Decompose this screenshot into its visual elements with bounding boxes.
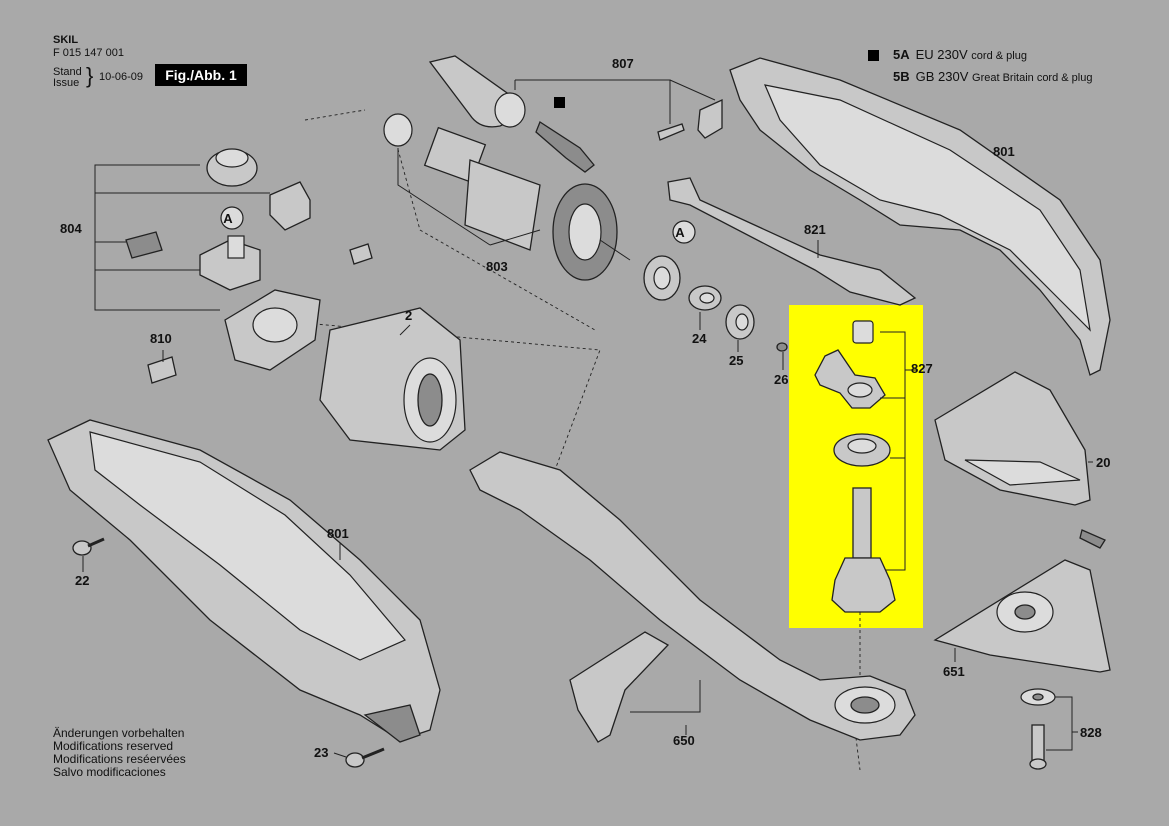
legend-row-5a: 5A EU 230V cord & plug <box>893 47 1027 62</box>
part-801-housing-bottom <box>47 419 441 743</box>
part-brush-holder <box>147 243 373 384</box>
part-827-oscillating-assembly <box>814 320 896 613</box>
part-23-screw <box>345 747 385 768</box>
modification-notes: Änderungen vorbehalten Modifications res… <box>53 727 186 779</box>
leader-line <box>630 680 701 713</box>
leader-line <box>515 79 671 100</box>
note-line: Modifications reséervées <box>53 752 186 766</box>
callout-25: 25 <box>729 353 743 368</box>
leader-line <box>669 79 716 101</box>
callout-801-top: 801 <box>993 144 1015 159</box>
leader-line <box>397 148 491 246</box>
callout-803: 803 <box>486 259 508 274</box>
callout-24: 24 <box>692 331 707 346</box>
part-25-bearing <box>725 304 755 340</box>
part-828-screw-washer <box>1020 688 1056 770</box>
callout-828: 828 <box>1080 725 1102 740</box>
part-2-stator <box>319 307 466 451</box>
part-807-cord-assembly <box>428 55 723 173</box>
legend-code: 5A <box>893 47 910 62</box>
brand-label: SKIL <box>53 34 79 46</box>
issue-date: 10-06-09 <box>99 71 144 83</box>
callout-827: 827 <box>911 361 933 376</box>
callout-22: 22 <box>75 573 89 588</box>
callout-804: 804 <box>60 221 82 236</box>
callout-651: 651 <box>943 664 965 679</box>
legend-desc: cord & plug <box>971 50 1027 62</box>
figure-badge: Fig./Abb. 1 <box>155 64 247 86</box>
callout-650: 650 <box>673 733 695 748</box>
part-22-screw <box>72 537 105 556</box>
leader-line <box>333 752 347 758</box>
note-line: Salvo modificaciones <box>53 765 166 779</box>
part-20-pad-cover <box>934 371 1106 549</box>
callout-a-1: A <box>223 211 233 226</box>
part-26-clip <box>776 342 788 352</box>
callout-20: 20 <box>1096 455 1110 470</box>
note-line: Änderungen vorbehalten <box>53 726 185 740</box>
callout-810: 810 <box>150 331 172 346</box>
stand-label: Stand <box>53 66 82 78</box>
plug-marker-square-icon <box>554 97 565 108</box>
issue-label: Issue <box>53 77 80 89</box>
brace-glyph: } <box>86 63 94 88</box>
leader-line <box>1046 696 1073 751</box>
part-650-nose-housing <box>469 451 916 743</box>
part-24-washer <box>688 285 722 311</box>
part-number: F 015 147 001 <box>53 47 124 59</box>
callout-26: 26 <box>774 372 788 387</box>
leader-line <box>880 331 906 571</box>
legend-row-5b: 5B GB 230V Great Britain cord & plug <box>893 69 1092 84</box>
callout-821: 821 <box>804 222 826 237</box>
assembly-axis <box>389 119 596 331</box>
callout-23: 23 <box>314 745 328 760</box>
legend-square-icon <box>868 50 879 61</box>
callout-a-2: A <box>675 225 685 240</box>
callout-2: 2 <box>405 308 412 323</box>
callout-807: 807 <box>612 56 634 71</box>
part-804-switch-group <box>125 148 311 291</box>
part-801-housing-top <box>729 57 1111 376</box>
leader-line <box>489 229 541 246</box>
note-line: Modifications reserved <box>53 739 174 753</box>
legend-code: 5B <box>893 69 910 84</box>
legend-desc: Great Britain cord & plug <box>972 72 1093 84</box>
callout-801-bottom: 801 <box>327 526 349 541</box>
legend-voltage: GB 230V <box>915 69 969 84</box>
part-803-armature <box>383 113 681 301</box>
assembly-axis <box>304 109 366 121</box>
part-821-lever <box>667 177 917 306</box>
leader-line <box>94 164 220 311</box>
legend-voltage: EU 230V <box>915 47 968 62</box>
part-651-sanding-pad <box>933 559 1111 673</box>
leader-line <box>399 324 411 336</box>
